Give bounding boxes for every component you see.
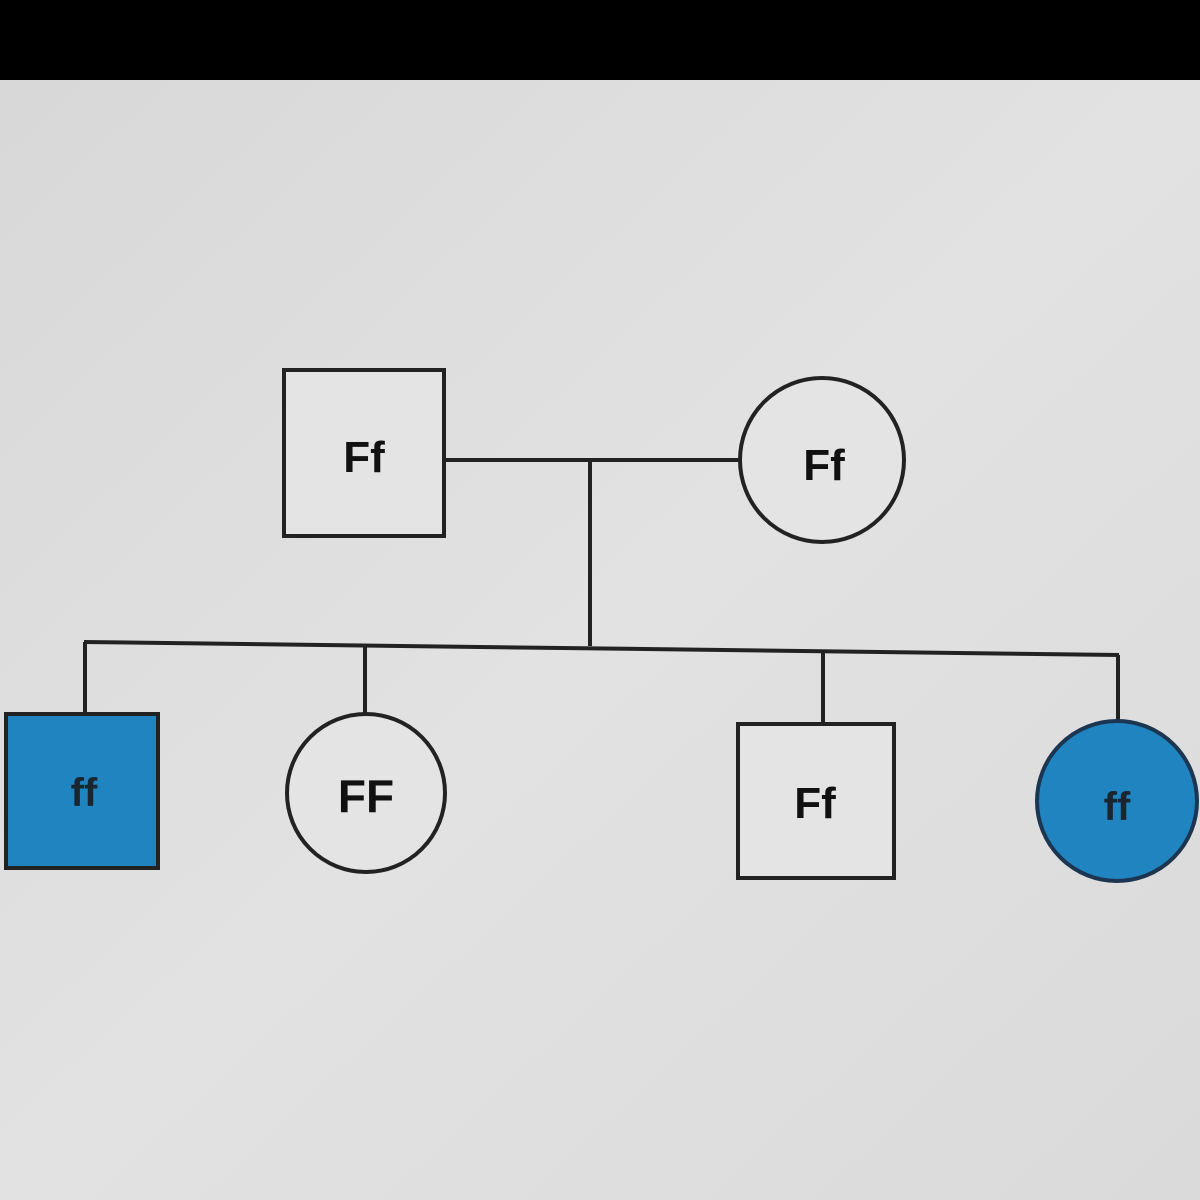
genotype-label: Ff: [794, 779, 836, 828]
top-black-band: [0, 0, 1200, 80]
child-4: ff: [1035, 719, 1199, 883]
child-1: ff: [4, 712, 160, 870]
genotype-label: Ff: [343, 433, 385, 482]
genotype-label: Ff: [803, 441, 845, 490]
male-square: [4, 712, 160, 870]
female-circle: [1035, 719, 1199, 883]
screen-background: [0, 80, 1200, 1200]
mother: Ff: [738, 376, 906, 544]
female-circle: [738, 376, 906, 544]
father: Ff: [282, 368, 446, 538]
genotype-label: FF: [338, 770, 394, 822]
genotype-label: ff: [71, 771, 98, 815]
female-circle: [285, 712, 447, 874]
child-2: FF: [285, 712, 447, 874]
male-square: [736, 722, 896, 880]
child-3: Ff: [736, 722, 896, 880]
sibship-line: [83, 640, 1120, 657]
genotype-label: ff: [1104, 785, 1131, 829]
male-square: [282, 368, 446, 538]
pedigree-lines: [83, 458, 1120, 724]
